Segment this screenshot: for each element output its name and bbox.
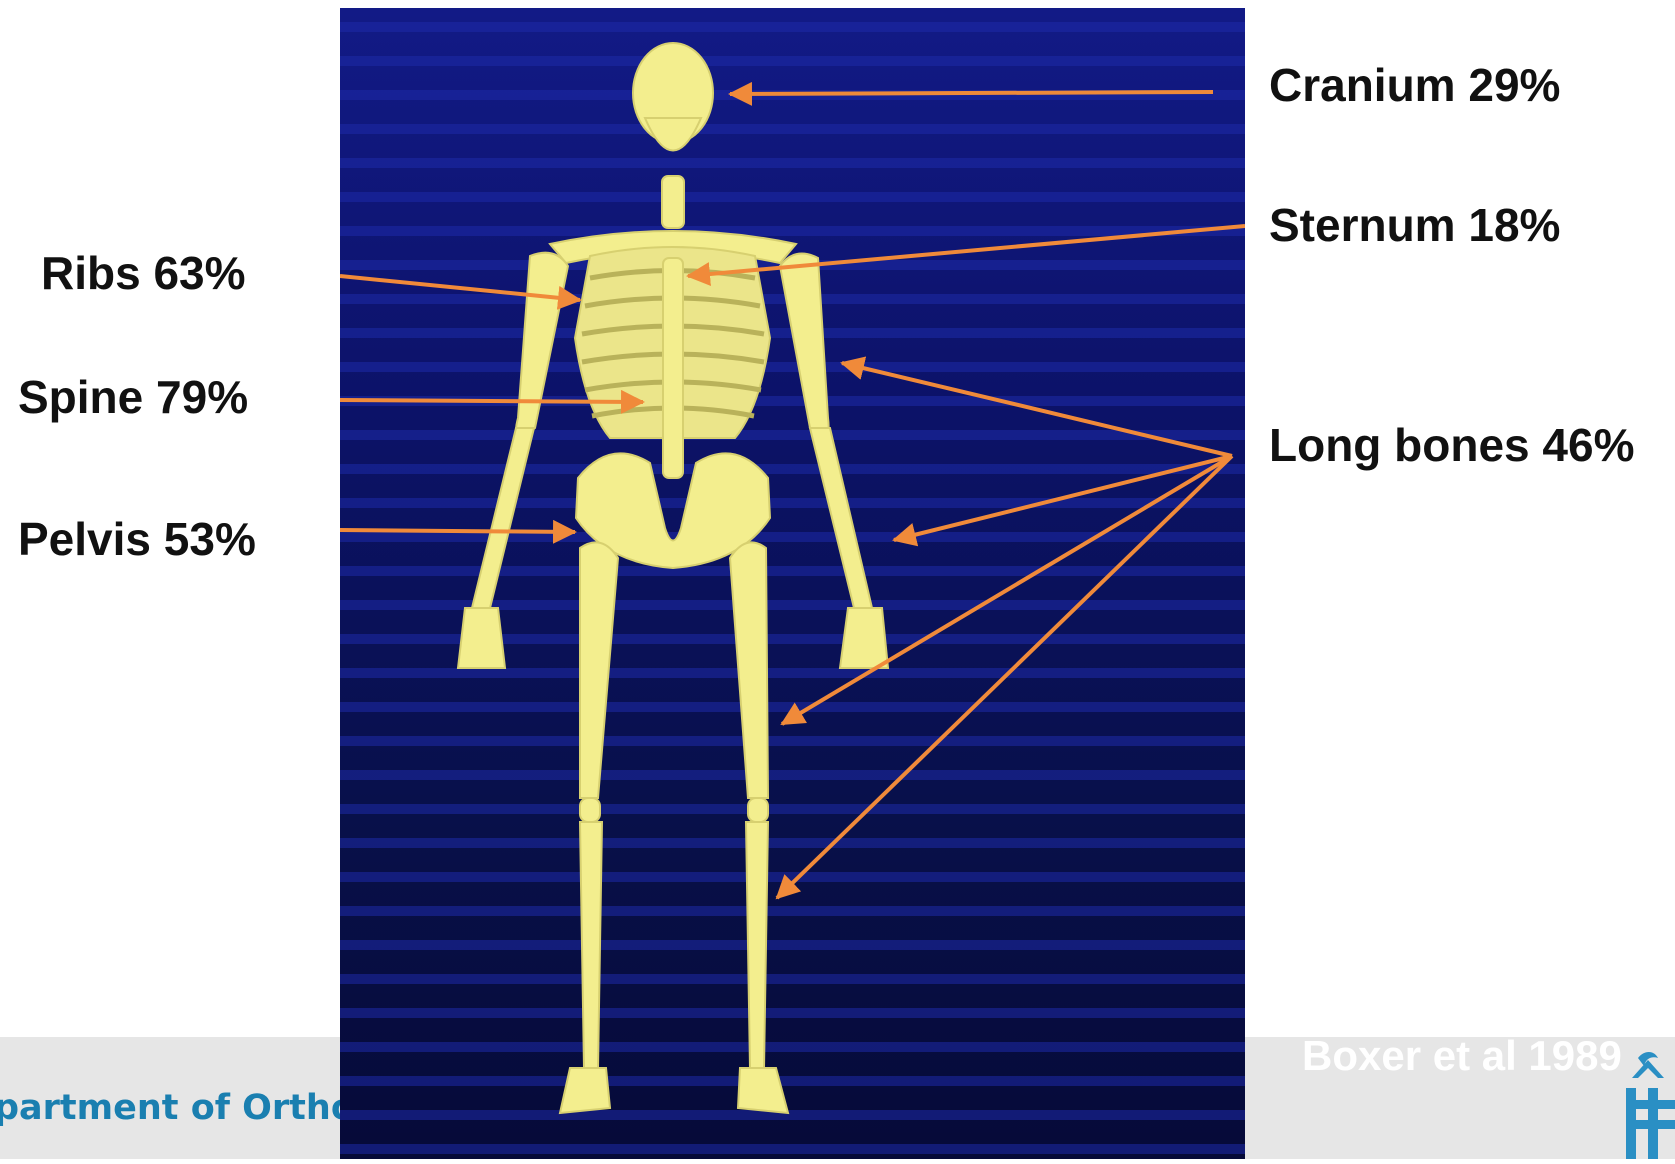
hospital-logo-icon (1618, 1048, 1675, 1164)
scanline (340, 124, 1245, 134)
scanline (340, 974, 1245, 984)
scanline (340, 464, 1245, 474)
scanline (340, 804, 1245, 814)
scanline (340, 838, 1245, 848)
scanline (340, 532, 1245, 542)
scanline (340, 226, 1245, 236)
skeleton-photo (340, 8, 1245, 1159)
long-bones-label: Long bones 46% (1269, 418, 1634, 472)
scanline (340, 1042, 1245, 1052)
scanline (340, 1008, 1245, 1018)
scanline-stripes (340, 22, 1245, 1154)
scanline (340, 770, 1245, 780)
scanline (340, 668, 1245, 678)
cranium-label: Cranium 29% (1269, 58, 1560, 112)
pelvis-label: Pelvis 53% (18, 512, 256, 566)
scanline (340, 56, 1245, 66)
skeleton-figure (458, 43, 888, 1113)
scanline (340, 158, 1245, 168)
citation: Boxer et al 1989 (1302, 1032, 1622, 1080)
ribs-label: Ribs 63% (41, 246, 246, 300)
spine-label: Spine 79% (18, 370, 248, 424)
scanline (340, 498, 1245, 508)
scanline (340, 192, 1245, 202)
sternum-label: Sternum 18% (1269, 198, 1560, 252)
scanline (340, 1110, 1245, 1120)
scanline (340, 1144, 1245, 1154)
scanline (340, 22, 1245, 32)
scanline (340, 736, 1245, 746)
scanline (340, 702, 1245, 712)
scanline (340, 940, 1245, 950)
scanline (340, 1076, 1245, 1086)
scanline (340, 906, 1245, 916)
scanline (340, 362, 1245, 372)
department-name: partment of Ortho (0, 1088, 355, 1128)
scanline (340, 430, 1245, 440)
